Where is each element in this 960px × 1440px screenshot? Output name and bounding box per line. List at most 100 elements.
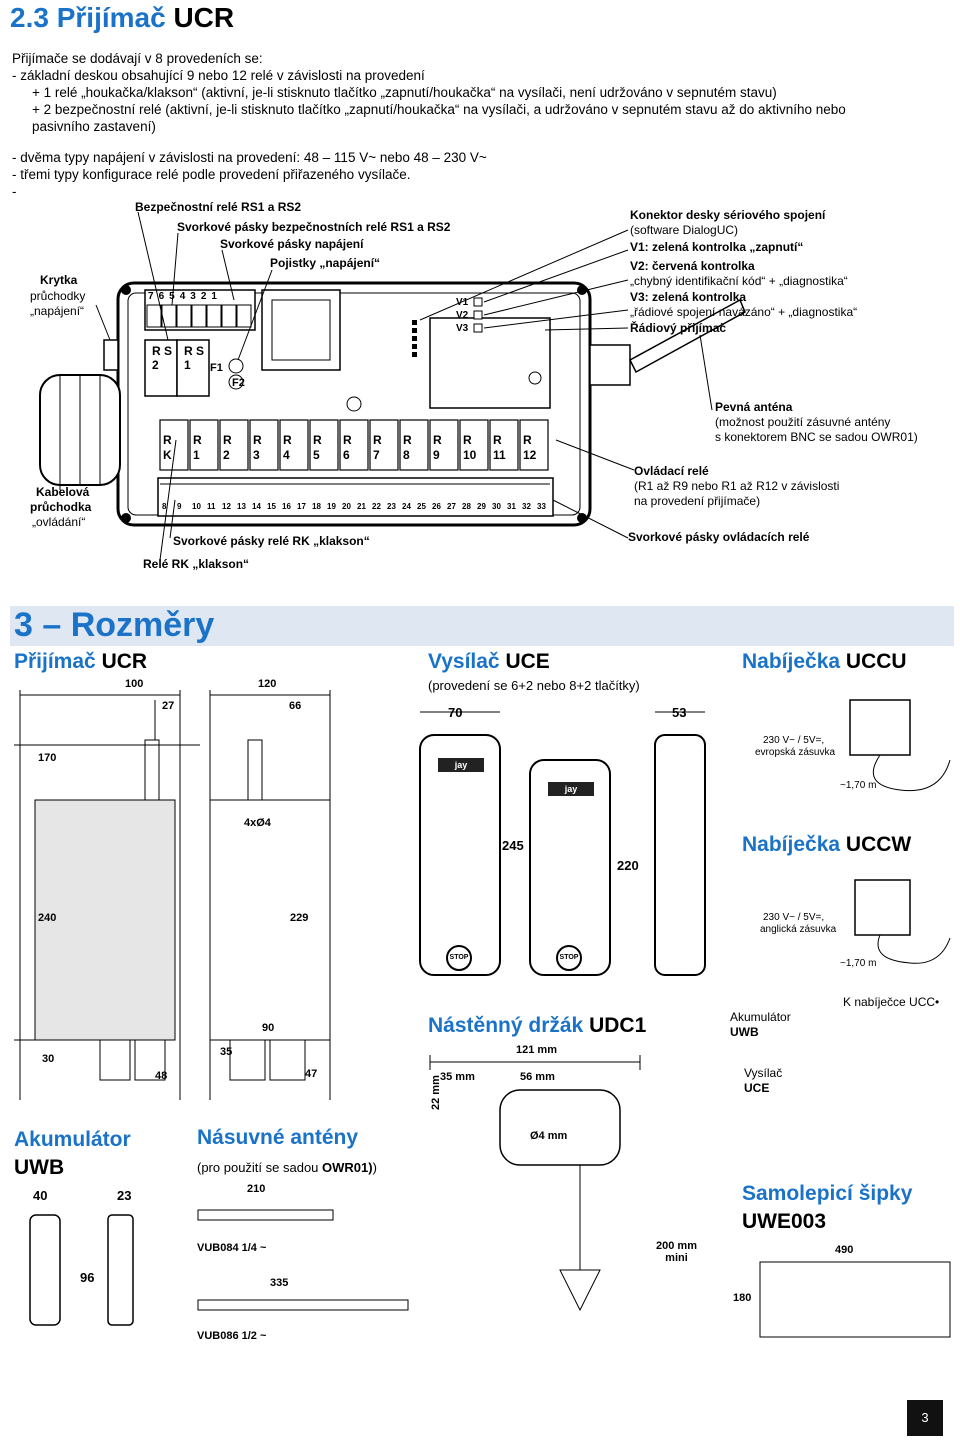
uwe-title-b: UWE003 xyxy=(742,1210,827,1233)
term-4: 4 xyxy=(179,291,186,302)
relay-9: 9 xyxy=(433,448,440,462)
dim-48: 48 xyxy=(155,1070,168,1082)
ucr-title: Přijímač UCR xyxy=(14,650,147,674)
bterm: 28 xyxy=(462,502,471,511)
led-labels: V1 V2 V3 xyxy=(456,296,468,335)
bullet-6: - xyxy=(12,184,17,199)
rs1-label: R S 1 xyxy=(184,344,205,372)
dim-4mm: Ø4 mm xyxy=(530,1130,568,1142)
label-antena-3: s konektorem BNC se sadou OWR01) xyxy=(715,430,918,444)
uccw-title: Nabíječka UCCW xyxy=(742,833,911,857)
dim-245: 245 xyxy=(502,838,524,853)
dim-27: 27 xyxy=(162,700,175,712)
label-software: (software DialogUC) xyxy=(630,223,739,237)
bterm: 13 xyxy=(237,502,246,511)
label-ovladaci-3: na provedení přijímače) xyxy=(634,494,761,508)
led-v2: V2 xyxy=(456,310,469,321)
intro-block: Přijímače se dodávají v 8 provedeních se… xyxy=(12,50,942,200)
vys-label: Vysílač UCE xyxy=(744,1066,782,1096)
dim-90: 90 xyxy=(262,1022,275,1034)
label-krytka-3: „napájení“ xyxy=(30,304,85,318)
uccw-title-b: UCCW xyxy=(845,833,912,856)
dim-22mm: 22 mm xyxy=(430,1075,442,1110)
label-v3b: „řádiové spojení navázáno“ + „diagnostik… xyxy=(630,305,858,319)
bullet-1: - základní deskou obsahující 9 nebo 12 r… xyxy=(12,68,425,83)
uccw-sub-1: 230 V~ / 5V=, xyxy=(763,912,825,923)
label-svork-rk: Svorkové pásky relé RK „klakson“ xyxy=(173,534,370,548)
term-5: 5 xyxy=(169,291,175,302)
akum-label-a: Akumulátor xyxy=(730,1010,791,1024)
bterm: 25 xyxy=(417,502,426,511)
nab-label: K nabíječce UCC• xyxy=(843,995,940,1009)
bterm: 10 xyxy=(192,502,201,511)
bterm: 9 xyxy=(177,502,182,511)
dim-120: 120 xyxy=(258,678,277,690)
dim-66: 66 xyxy=(289,700,302,712)
udc1-title-b: UDC1 xyxy=(589,1014,647,1037)
label-krytka: Krytka xyxy=(40,273,77,288)
label-svork-nap: Svorkové pásky napájení xyxy=(220,237,364,251)
bterm: 32 xyxy=(522,502,531,511)
stop-button-1: STOP xyxy=(446,945,472,971)
dim-23: 23 xyxy=(117,1188,132,1203)
label-ovladaci: Ovládací relé xyxy=(634,464,709,478)
udc1-title-a: Nástěnný držák xyxy=(428,1014,584,1037)
uce-subtitle: (provedení se 6+2 nebo 8+2 tlačítky) xyxy=(428,678,640,693)
bterm: 24 xyxy=(402,502,411,511)
term-1: 1 xyxy=(211,291,217,302)
uccu-sub-2: evropská zásuvka xyxy=(755,747,836,758)
label-ovladaci-2: (R1 až R9 nebo R1 až R12 v závislosti xyxy=(634,479,840,493)
brand-logo-1: jay xyxy=(438,758,484,772)
label-krytka-1: Krytka xyxy=(40,273,78,287)
dim-4x4: 4xØ4 xyxy=(244,817,271,829)
dim-170: 170 xyxy=(38,752,57,764)
uccw-sub-2: anglická zásuvka xyxy=(760,924,837,935)
dim-40: 40 xyxy=(33,1188,48,1203)
ant-sub-b: OWR01) xyxy=(322,1160,373,1175)
label-antena: Pevná anténa xyxy=(715,400,793,414)
dim-35mm: 35 mm xyxy=(440,1071,475,1083)
section-title-model: UCR xyxy=(173,2,235,33)
dim-490: 490 xyxy=(835,1244,854,1256)
label-kabel-2: průchodka xyxy=(30,500,92,514)
uwb-title: Akumulátor UWB xyxy=(14,1126,131,1182)
label-svork-ovl: Svorkové pásky ovládacích relé xyxy=(628,530,810,544)
relay-11: 11 xyxy=(493,448,506,462)
ant-sub-a: (pro použití se sadou xyxy=(197,1160,319,1175)
label-rs-relays: Bezpečnostní relé RS1 a RS2 xyxy=(135,200,302,214)
bterm: 22 xyxy=(372,502,381,511)
label-krytka-2: průchodky xyxy=(30,289,86,303)
term-6: 6 xyxy=(158,291,165,302)
relay-8: 8 xyxy=(403,448,410,462)
bterm: 23 xyxy=(387,502,396,511)
rs2-label: R S 2 xyxy=(152,344,173,372)
bterm: 27 xyxy=(447,502,456,511)
dim-56mm: 56 mm xyxy=(520,1071,555,1083)
udc1-title: Nástěnný držák UDC1 xyxy=(428,1014,646,1038)
relay-4: 4 xyxy=(283,448,290,462)
bullet-5: - třemi typy konfigurace relé podle prov… xyxy=(12,167,411,182)
dim-180: 180 xyxy=(733,1292,752,1304)
bullet-3b: pasivního zastavení) xyxy=(32,119,156,134)
section3-header-bar xyxy=(10,606,954,646)
page-number: 3 xyxy=(907,1400,943,1436)
intro-text: Přijímače se dodávají v 8 provedeních se… xyxy=(12,51,263,66)
section-title-text: Přijímač xyxy=(56,2,166,33)
uwe-title: Samolepicí šipky UWE003 xyxy=(742,1180,912,1236)
bterm: 15 xyxy=(267,502,276,511)
uccu-title: Nabíječka UCCU xyxy=(742,650,907,674)
dim-121mm: 121 mm xyxy=(516,1044,557,1056)
receiver-board-diagram xyxy=(39,211,746,561)
fuse-f2: F2 xyxy=(232,377,245,389)
relay-6: 6 xyxy=(343,448,350,462)
section3-title: 3 – Rozměry xyxy=(14,606,215,644)
vub086-label: VUB086 1/2 ~ xyxy=(197,1330,267,1342)
section-title: 2.3 Přijímač UCR xyxy=(10,2,234,34)
relay-12: 12 xyxy=(523,448,537,462)
bterm: 19 xyxy=(327,502,336,511)
bterm: 12 xyxy=(222,502,231,511)
dim-200mm-b: mini xyxy=(665,1252,688,1264)
bterm: 21 xyxy=(357,502,366,511)
label-svork-rs: Svorkové pásky bezpečnostních relé RS1 a… xyxy=(177,220,451,234)
bullet-2: + 1 relé „houkačka/klakson“ (aktivní, je… xyxy=(32,85,777,100)
